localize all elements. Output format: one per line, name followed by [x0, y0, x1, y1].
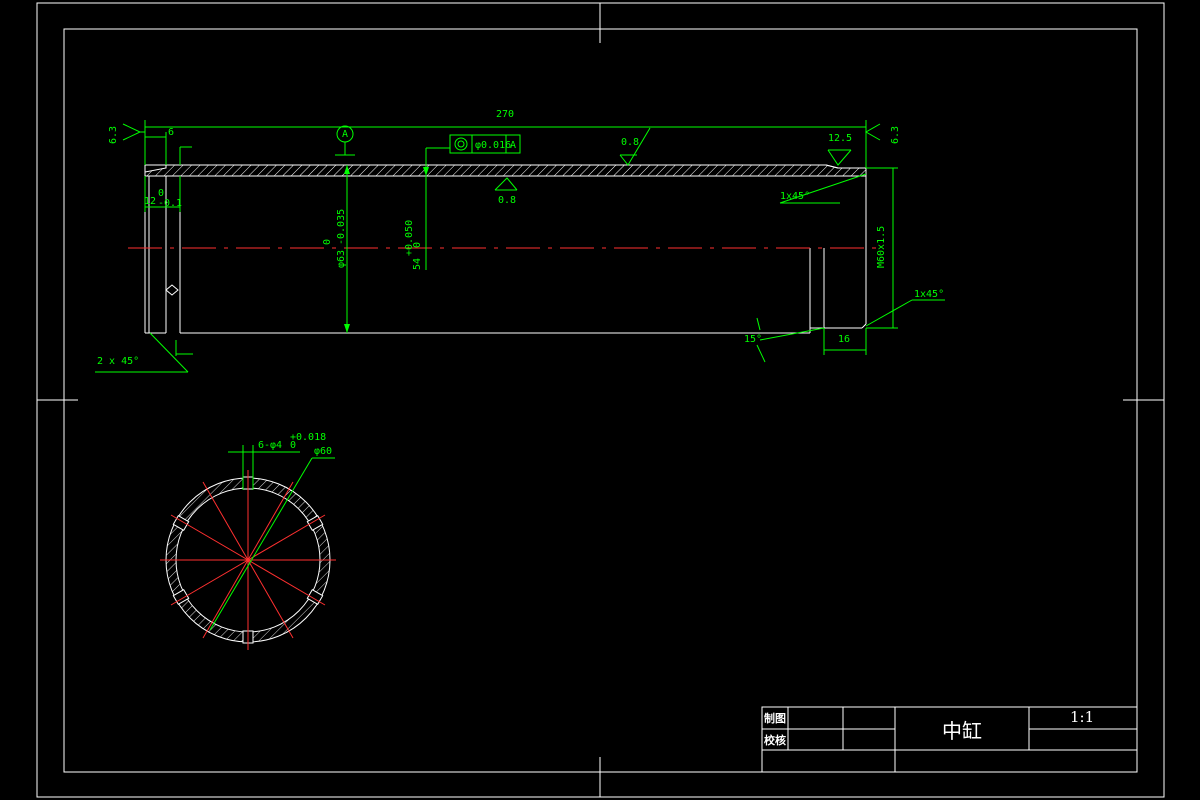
hole-lower-left — [172, 588, 190, 606]
roughness-bore-icon — [494, 177, 518, 191]
right-length-label: 16 — [838, 334, 850, 345]
checked-label: 校核 — [764, 733, 786, 747]
chamfer-bottom-label: 1x45° — [914, 289, 944, 300]
roughness-symbols: 6.3 6.3 0.8 0.8 12.5 — [108, 123, 901, 206]
chamfer-bottom-leader — [865, 299, 913, 327]
section-dia-leader — [209, 457, 313, 631]
title-block: 制图 校核 中缸 1:1 — [761, 706, 1138, 773]
chamfer-left-label: 2 x 45° — [97, 356, 139, 367]
outer-dia-tol-lower: 0 — [412, 242, 423, 248]
holes-label: 6-φ4 — [258, 440, 282, 451]
hole-upper-left — [172, 514, 190, 532]
hole-lower-right — [306, 588, 324, 606]
chamfer-top-leader — [779, 173, 867, 204]
holes-tol-lower: 0 — [290, 440, 296, 451]
datum-label: A — [342, 129, 348, 140]
inner-dia-arrow-bottom — [344, 324, 350, 333]
section-dia-label: φ60 — [314, 446, 332, 457]
roughness-left-label: 6.3 — [108, 126, 119, 144]
top-outer-chamfer — [825, 164, 839, 169]
groove-tol-upper: 0 — [158, 188, 164, 199]
inner-dia-tol-lower: -0.035 — [336, 209, 347, 245]
section-centerlines — [160, 470, 336, 650]
drawing-frame — [36, 2, 1165, 798]
outer-dia-arrow — [423, 167, 429, 176]
outer-dia-tol-upper: +0.050 — [404, 220, 415, 256]
inner-border — [63, 28, 1138, 773]
scale-value: 1:1 — [1070, 708, 1094, 726]
concentricity-icon — [454, 137, 468, 151]
tolerance-value: φ0.016 — [475, 140, 511, 151]
roughness-top-label: 0.8 — [621, 137, 639, 148]
angle-leader — [759, 327, 825, 341]
roughness-face-label: 12.5 — [828, 133, 852, 144]
title-block-frame — [761, 706, 1138, 773]
roughness-top-icon — [619, 127, 651, 166]
section-view: φ60 6-φ4 +0.018 0 — [160, 432, 336, 650]
top-wall-section — [144, 164, 867, 177]
hole-symbol — [165, 284, 179, 296]
shoulder-label: 6 — [168, 127, 174, 138]
right-thread-chamfer — [861, 323, 867, 329]
tolerance-frame — [449, 134, 521, 154]
roughness-right-icon — [864, 123, 881, 141]
tolerance-datum: A — [510, 140, 516, 151]
holes-tol-upper: +0.018 — [290, 432, 326, 443]
part-name: 中缸 — [942, 719, 982, 743]
outer-border — [36, 2, 1165, 798]
angle-label: 15° — [744, 334, 762, 345]
chamfer-top-label: 1x45° — [780, 191, 810, 202]
inner-dia-label: φ63 — [336, 250, 347, 268]
roughness-bore-label: 0.8 — [498, 195, 516, 206]
groove-label: 12 — [144, 196, 156, 207]
thread-label: M60x1.5 — [876, 226, 887, 268]
hole-upper-right — [306, 514, 324, 532]
main-view — [128, 164, 880, 334]
inner-dia-arrow-top — [344, 165, 350, 174]
overall-length-label: 270 — [496, 109, 514, 120]
groove-tol-lower: -0.1 — [158, 198, 182, 209]
drawn-label: 制图 — [764, 711, 786, 725]
roughness-right-label: 6.3 — [890, 126, 901, 144]
roughness-left-icon — [122, 123, 142, 141]
roughness-face-icon — [827, 149, 852, 166]
outer-dia-label: 54 — [412, 258, 423, 270]
inner-dia-tol-upper: 0 — [322, 239, 333, 245]
dimensions: 270 6 12 0 -0.1 φ63 0 -0.035 54 +0.050 0 — [95, 109, 945, 373]
